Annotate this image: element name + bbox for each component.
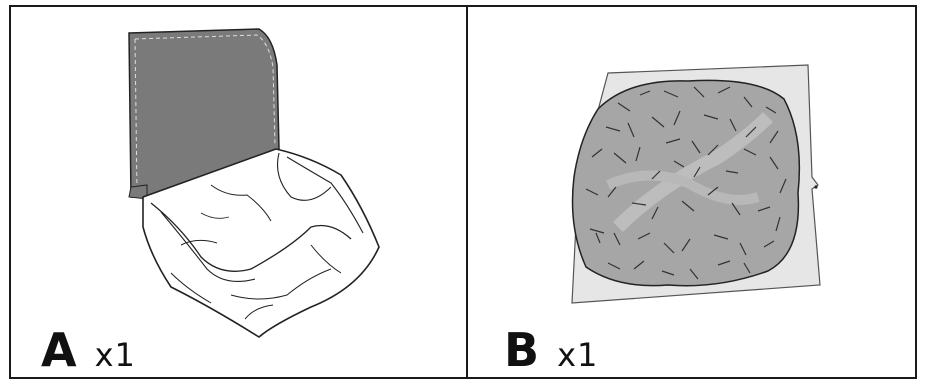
part-a-panel: A x1 [11, 7, 466, 377]
part-b-panel: B x1 [468, 7, 915, 377]
part-quantity: x1 [557, 339, 598, 371]
parts-frame: A x1 [9, 5, 917, 379]
part-letter: A [41, 327, 77, 373]
part-quantity: x1 [95, 339, 136, 371]
part-a-label: A x1 [41, 327, 136, 373]
part-b-label: B x1 [504, 327, 598, 373]
part-letter: B [504, 327, 539, 373]
bag-with-support-board-icon [11, 7, 466, 381]
